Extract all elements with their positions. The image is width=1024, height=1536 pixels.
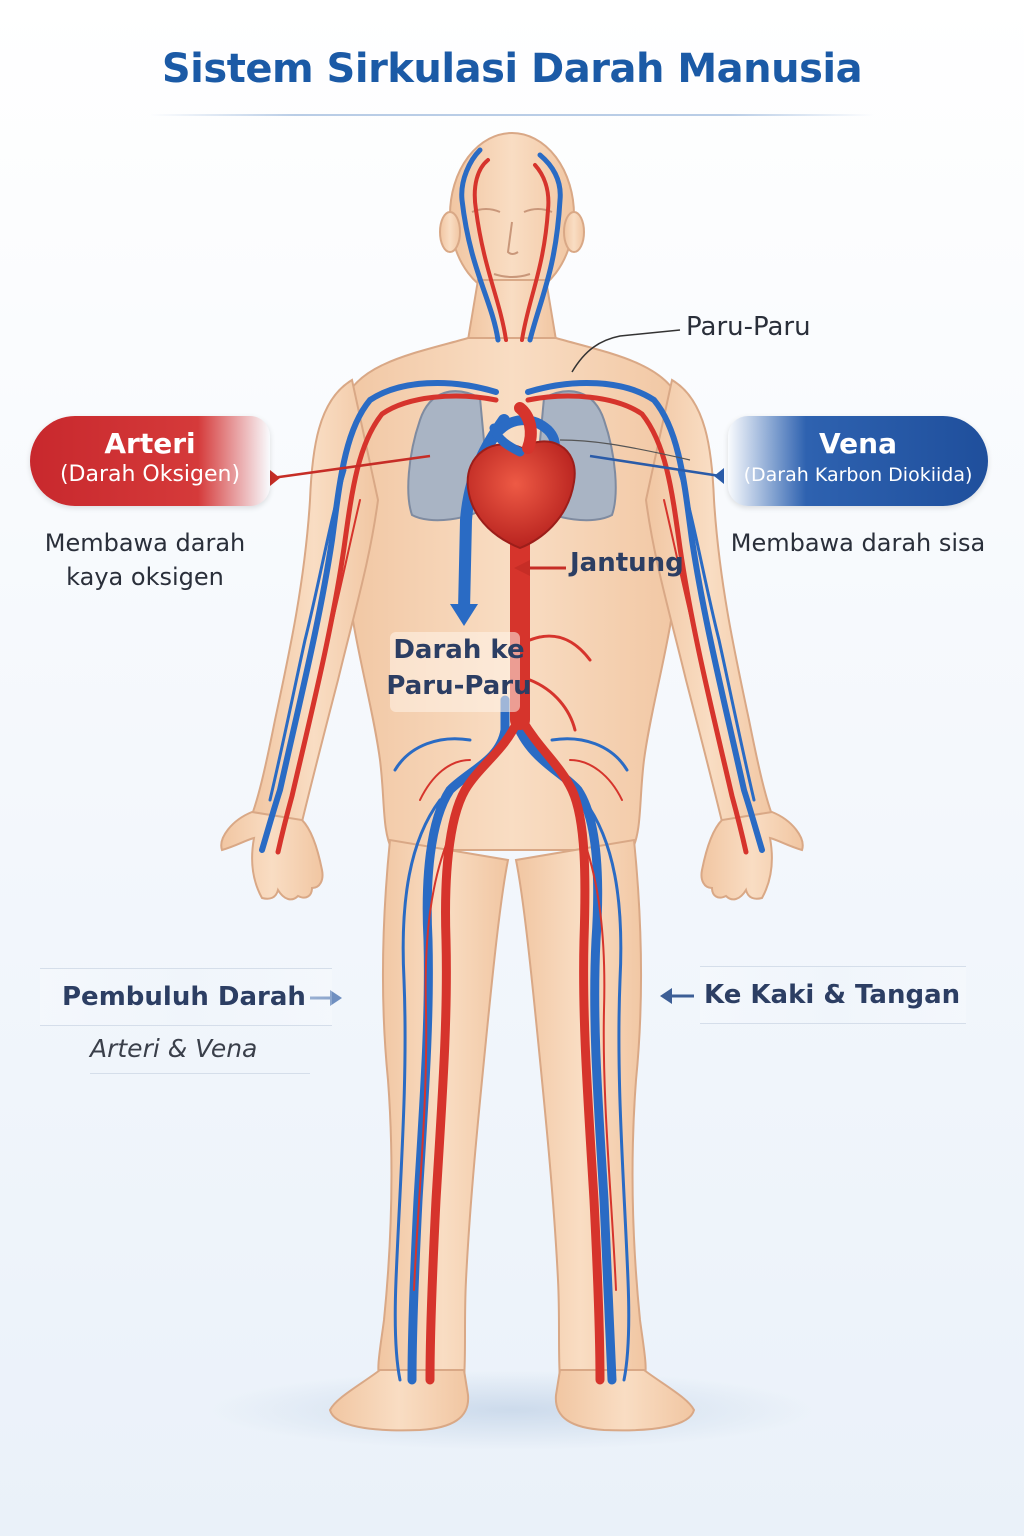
arteri-subtitle: (Darah Oksigen)	[59, 462, 241, 487]
floor-shadow	[212, 1370, 812, 1450]
vena-subtitle: (Darah Karbon Diokiida)	[743, 464, 973, 486]
arteri-pointer	[270, 454, 431, 486]
ke-kaki-arrow	[660, 988, 694, 1004]
vena-title: Vena	[819, 427, 897, 460]
arteri-description: Membawa darah kaya oksigen	[30, 526, 260, 594]
vena-pointer	[589, 454, 724, 484]
pembuluh-darah-label: Pembuluh Darah	[40, 968, 332, 1026]
vena-description: Membawa darah sisa	[730, 529, 986, 557]
paru-paru-label: Paru-Paru	[686, 312, 811, 342]
heart	[466, 402, 576, 550]
darah-ke-line2: Paru-Paru	[386, 671, 532, 701]
arrow-to-lungs	[450, 560, 478, 626]
arteri-title: Arteri	[104, 427, 196, 460]
vena-badge: Vena (Darah Karbon Diokiida)	[728, 416, 988, 506]
lung-leader	[559, 439, 691, 461]
jantung-pointer	[514, 560, 566, 576]
darah-label-bg	[390, 632, 520, 712]
darah-ke-paru-label: Darah ke Paru-Paru	[384, 632, 534, 704]
page-title: Sistem Sirkulasi Darah Manusia	[161, 46, 863, 92]
ke-kaki-tangan-label: Ke Kaki & Tangan	[700, 966, 966, 1024]
jantung-label: Jantung	[570, 548, 684, 578]
arteri-desc-line2: kaya oksigen	[66, 563, 224, 591]
darah-ke-line1: Darah ke	[393, 635, 525, 665]
paru-leader	[571, 329, 681, 373]
title-divider	[150, 114, 874, 116]
arteri-desc-line1: Membawa darah	[44, 529, 246, 557]
arteri-badge: Arteri (Darah Oksigen)	[30, 416, 270, 506]
pembuluh-subtitle: Arteri & Vena	[90, 1034, 310, 1074]
